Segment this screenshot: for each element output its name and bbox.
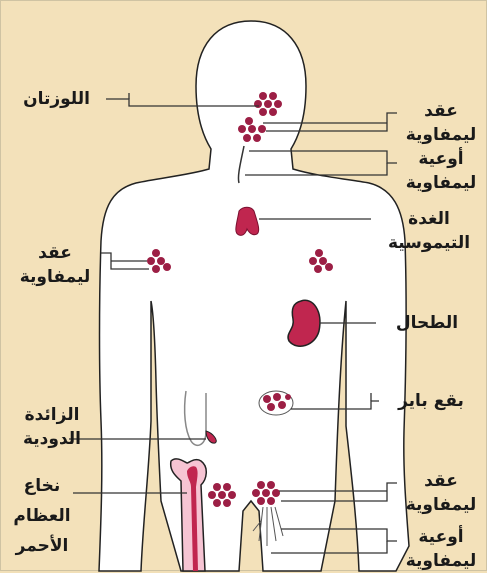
label-appendix: الزائدة الدودية (7, 403, 97, 451)
label-lymph-vessels-lower: أوعية ليمفاوية (399, 525, 483, 573)
label-tonsils: اللوزتان (9, 87, 104, 111)
peyers-patches-cluster (259, 391, 293, 415)
label-lymph-vessels-upper: أوعية ليمفاوية (399, 147, 483, 195)
label-thymus: الغدة التيموسية (373, 207, 485, 255)
label-lymph-nodes-neck: عقد ليمفاوية (399, 99, 483, 147)
label-lymph-nodes-groin: عقد ليمفاوية (399, 469, 483, 517)
label-bone-marrow: نخاع العظام الأحمر (7, 471, 77, 561)
body-silhouette (99, 21, 409, 571)
label-lymph-nodes-armpit: عقد ليمفاوية (9, 241, 101, 289)
spleen-organ (288, 300, 320, 346)
label-peyers-patches: بقع باير (379, 389, 483, 413)
label-spleen: الطحال (377, 311, 477, 335)
